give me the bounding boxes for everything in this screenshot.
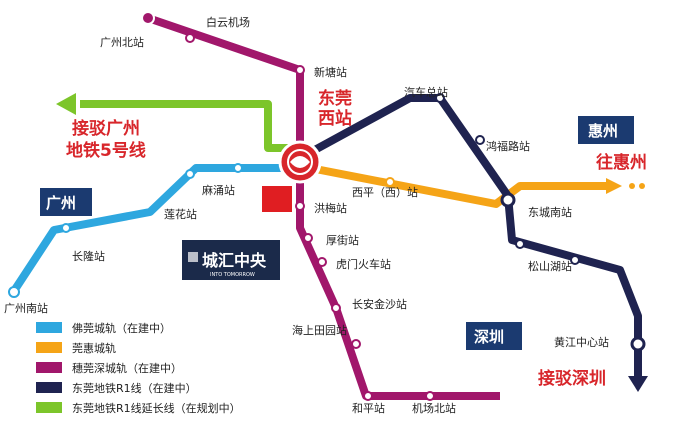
legend-item: 佛莞城轨（在建中） bbox=[36, 321, 171, 335]
legend-item: 东莞地铁R1线延长线（在规划中） bbox=[36, 401, 241, 415]
label-songshanhu: 松山湖站 bbox=[528, 259, 572, 273]
legend-item: 莞惠城轨 bbox=[36, 341, 116, 355]
line-r1 bbox=[298, 94, 642, 376]
badge-shenzhen: 深圳 bbox=[466, 322, 522, 350]
legend-label-1: 佛莞城轨（在建中） bbox=[72, 321, 171, 335]
legend-label-3: 穗莞深城轨（在建中） bbox=[72, 361, 182, 375]
badge-guangzhou-text: 广州 bbox=[46, 194, 76, 212]
legend-item: 穗莞深城轨（在建中） bbox=[36, 361, 182, 375]
label-airport-north: 机场北站 bbox=[412, 401, 456, 415]
label-houjie: 厚街站 bbox=[326, 233, 359, 247]
legend-label-4: 东莞地铁R1线（在建中） bbox=[72, 381, 197, 395]
arrow-to-shenzhen bbox=[628, 376, 648, 392]
legend-swatch-1 bbox=[36, 322, 62, 333]
legend-swatch-5 bbox=[36, 402, 62, 413]
label-jiebo-1: 接驳广州 bbox=[72, 118, 140, 139]
legend-label-2: 莞惠城轨 bbox=[72, 341, 116, 355]
badge-shenzhen-text: 深圳 bbox=[474, 328, 504, 346]
label-hongfu: 鸿福路站 bbox=[486, 139, 530, 153]
legend-item: 东莞地铁R1线（在建中） bbox=[36, 381, 197, 395]
line-suiguan-shen bbox=[146, 14, 500, 400]
line-guanhui bbox=[299, 162, 610, 208]
label-hongmei: 洪梅站 bbox=[314, 201, 347, 215]
label-jiebo-2: 地铁5号线 bbox=[66, 140, 146, 161]
station-dots bbox=[8, 11, 646, 401]
label-wanghuizhou: 往惠州 bbox=[596, 152, 647, 173]
label-changlong: 长隆站 bbox=[72, 249, 105, 263]
label-jiebo-shenzhen: 接驳深圳 bbox=[538, 368, 606, 389]
label-baiyun: 白云机场 bbox=[206, 15, 250, 29]
label-huangjiang: 黄江中心站 bbox=[554, 335, 609, 349]
label-dongcheng-south: 东城南站 bbox=[528, 205, 572, 219]
project-logo: 城汇中央 INTO TOMORROW bbox=[182, 240, 280, 280]
legend-swatch-2 bbox=[36, 342, 62, 353]
label-hoping: 和平站 bbox=[352, 401, 385, 415]
label-xiping: 西平（西）站 bbox=[352, 185, 418, 199]
label-qiche: 汽车总站 bbox=[404, 85, 448, 99]
badge-huizhou-text: 惠州 bbox=[588, 122, 618, 140]
arrow-to-huizhou bbox=[606, 178, 622, 194]
label-xintang: 新塘站 bbox=[314, 65, 347, 79]
project-logo-subtext: INTO TOMORROW bbox=[210, 272, 255, 278]
label-lianhua: 莲花站 bbox=[164, 207, 197, 221]
legend-swatch-3 bbox=[36, 362, 62, 373]
legend-label-5: 东莞地铁R1线延长线（在规划中） bbox=[72, 401, 241, 415]
dongguan-west-hub bbox=[278, 140, 322, 184]
label-guangzhou-north: 广州北站 bbox=[100, 35, 144, 49]
badge-guangzhou: 广州 bbox=[40, 188, 92, 216]
legend-swatch-4 bbox=[36, 382, 62, 393]
project-logo-text: 城汇中央 bbox=[202, 251, 267, 270]
label-guangzhou-south: 广州南站 bbox=[4, 301, 48, 315]
legend: 佛莞城轨（在建中） 莞惠城轨 穗莞深城轨（在建中） 东莞地铁R1线（在建中） 东… bbox=[36, 321, 241, 415]
line-foshan-dongguan bbox=[8, 164, 300, 297]
label-dongguan-west-2: 西站 bbox=[318, 108, 352, 129]
label-dongguan-west-1: 东莞 bbox=[318, 88, 352, 109]
badge-huizhou: 惠州 bbox=[578, 116, 634, 144]
label-haishang: 海上田园站 bbox=[292, 323, 347, 337]
arrow-to-guangzhou-line5 bbox=[56, 93, 76, 115]
label-humen: 虎门火车站 bbox=[336, 257, 391, 271]
label-machong: 麻涌站 bbox=[202, 183, 235, 197]
project-marker bbox=[262, 186, 292, 212]
label-changan: 长安金沙站 bbox=[352, 297, 407, 311]
